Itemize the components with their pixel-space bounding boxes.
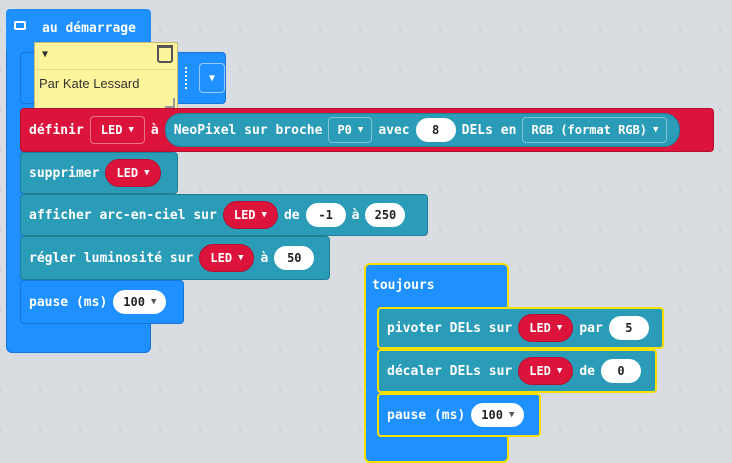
- set-variable-block[interactable]: définir LED ▼ à NeoPixel sur broche P0 ▼ a…: [20, 108, 714, 152]
- rainbow-to-label: à: [351, 207, 360, 223]
- comment-bubble[interactable]: ▼ Par Kate Lessard: [34, 42, 178, 111]
- forever-label: toujours: [372, 277, 435, 293]
- with-label: avec: [378, 122, 410, 138]
- comment-text[interactable]: Par Kate Lessard: [39, 76, 140, 91]
- set-brightness-block[interactable]: régler luminosité sur LED ▼ à 50: [20, 236, 330, 280]
- clear-var-dropdown[interactable]: LED ▼: [105, 159, 161, 187]
- pause-label-forever: pause (ms): [387, 407, 466, 423]
- rotate-var-dropdown[interactable]: LED ▼: [518, 314, 574, 342]
- shift-label: décaler DELs sur: [387, 363, 513, 379]
- from-label: de: [283, 207, 300, 223]
- rainbow-var-dropdown[interactable]: LED ▼: [222, 201, 278, 229]
- rotate-var-name: LED: [529, 321, 551, 335]
- shift-var-name: LED: [529, 364, 551, 378]
- resize-handle-icon[interactable]: [165, 98, 175, 108]
- rotate-value-input[interactable]: 5: [608, 316, 649, 340]
- chevron-down-icon: ▼: [261, 210, 267, 220]
- pause-duration-value: 100: [123, 295, 145, 309]
- variable-dropdown[interactable]: LED ▼: [89, 116, 145, 144]
- chevron-down-icon: ▼: [144, 168, 150, 178]
- leds-in-label: DELs en: [461, 122, 517, 138]
- chevron-down-icon: ▼: [238, 253, 244, 263]
- rainbow-to-input[interactable]: 250: [365, 203, 406, 227]
- neopixel-create-block[interactable]: NeoPixel sur broche P0 ▼ avec 8 DELs en R…: [164, 113, 681, 147]
- brightness-to-label: à: [260, 250, 269, 266]
- brightness-var-name: LED: [210, 251, 233, 265]
- rotate-leds-block[interactable]: pivoter DELs sur LED ▼ par 5: [377, 307, 664, 349]
- mode-value: RGB (format RGB): [531, 123, 648, 137]
- set-label: définir: [29, 122, 84, 138]
- pause-label: pause (ms): [29, 294, 108, 310]
- shift-var-dropdown[interactable]: LED ▼: [518, 357, 574, 385]
- comment-header: ▼: [35, 43, 177, 70]
- pause-duration-value-forever: 100: [481, 408, 503, 422]
- matrix-dropdown[interactable]: ▼: [199, 63, 225, 93]
- brightness-label: régler luminosité sur: [29, 250, 194, 266]
- pause-duration-dropdown[interactable]: 100 ▼: [113, 290, 167, 314]
- shift-leds-block[interactable]: décaler DELs sur LED ▼ de 0: [377, 349, 657, 393]
- shift-value-input[interactable]: 0: [601, 359, 641, 383]
- pause-block[interactable]: pause (ms) 100 ▼: [20, 280, 184, 324]
- comment-collapse-icon[interactable]: ▼: [42, 49, 49, 60]
- brightness-var-dropdown[interactable]: LED ▼: [199, 244, 255, 272]
- clear-label: supprimer: [29, 165, 100, 181]
- chevron-down-icon: ▼: [556, 366, 563, 376]
- pause-duration-dropdown-forever[interactable]: 100 ▼: [471, 403, 525, 427]
- pin-dropdown[interactable]: P0 ▼: [328, 117, 373, 143]
- chevron-down-icon: ▼: [150, 297, 157, 307]
- forever-block[interactable]: toujours: [366, 265, 507, 305]
- matrix-icon: [185, 67, 193, 89]
- rainbow-var-name: LED: [233, 208, 256, 222]
- pin-value: P0: [337, 123, 352, 137]
- led-count-input[interactable]: 8: [415, 118, 456, 142]
- to-label: à: [150, 122, 159, 138]
- show-rainbow-block[interactable]: afficher arc-en-ciel sur LED ▼ de -1 à 25…: [20, 194, 428, 236]
- clear-block[interactable]: supprimer LED ▼: [20, 152, 178, 194]
- rotate-label: pivoter DELs sur: [387, 320, 513, 336]
- chevron-down-icon: ▼: [653, 125, 659, 135]
- pause-block-forever[interactable]: pause (ms) 100 ▼: [377, 393, 541, 437]
- comment-icon[interactable]: [14, 21, 26, 30]
- clear-var-name: LED: [116, 166, 139, 180]
- variable-name: LED: [100, 123, 123, 137]
- shift-by-label: de: [579, 363, 595, 379]
- trash-icon[interactable]: [157, 45, 173, 63]
- mode-dropdown[interactable]: RGB (format RGB) ▼: [522, 117, 668, 143]
- chevron-down-icon: ▼: [357, 125, 364, 135]
- chevron-down-icon: ▼: [556, 323, 563, 333]
- rotate-by-label: par: [579, 320, 603, 336]
- brightness-value-input[interactable]: 50: [274, 246, 315, 270]
- chevron-down-icon: ▼: [128, 125, 134, 135]
- on-start-label: au démarrage: [42, 21, 136, 36]
- neopixel-label: NeoPixel sur broche: [173, 122, 323, 138]
- rainbow-from-input[interactable]: -1: [305, 203, 346, 227]
- chevron-down-icon: ▼: [508, 410, 515, 420]
- rainbow-label: afficher arc-en-ciel sur: [29, 207, 217, 223]
